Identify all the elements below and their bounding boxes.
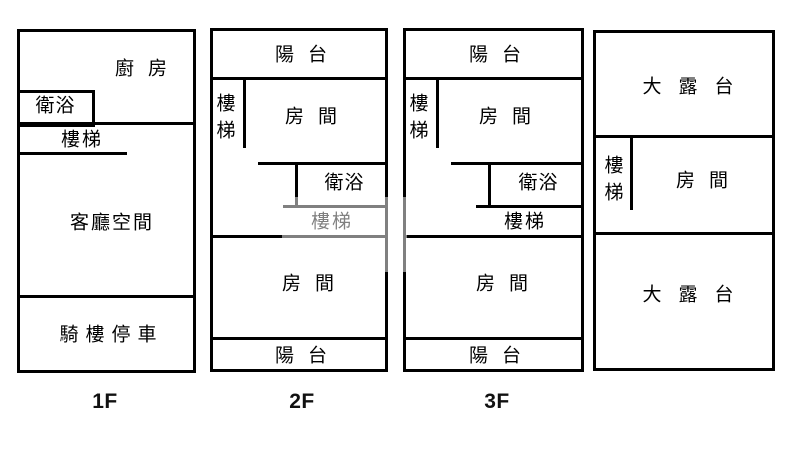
wall-2f-room-divider [258,162,385,165]
wall-2f-bath-bottom [283,205,385,208]
living-room-label: 客廳空間 [69,212,155,234]
wall-2f-bath-left [295,162,298,208]
balcony-bottom-label-2f: 陽台 [274,345,342,367]
kitchen-label: 廚房 [114,58,182,80]
terrace-top-label: 大露台 [642,76,751,98]
floor-1f-plan: 廚房 衛浴 樓梯 客廳空間 騎樓停車 [17,29,196,373]
wall-2f-balcony-top [213,77,385,80]
balcony-top-label-3f: 陽台 [468,44,536,66]
floor-label-3f: 3F [484,390,510,413]
bathroom-room-1f [20,90,95,127]
room-lower-label-3f: 房間 [475,273,543,295]
wall-3f-balcony-top [406,77,581,80]
wall-2f-mid-divider [213,235,385,238]
wall-roof-terrace-bottom [596,232,772,235]
wall-2f-stairs-column [243,77,246,148]
bathroom-label-1f: 衛浴 [35,95,76,117]
wall-roof-terrace-top [596,135,772,138]
wall-1f-kitchen-divider [20,122,193,125]
wall-3f-room-divider [451,162,581,165]
balcony-bottom-label-3f: 陽台 [468,345,536,367]
room-upper-label-3f: 房間 [478,106,546,128]
bathroom-label-2f: 衛浴 [324,172,365,194]
wall-3f-bath-bottom [476,205,581,208]
wall-3f-bath-left [488,162,491,208]
stairs-mid-label-3f: 樓梯 [503,211,547,233]
floor-2f-plan: 陽台 樓梯 房間 衛浴 樓梯 房間 陽台 [210,28,388,372]
wall-3f-balcony-bottom [406,337,581,340]
wall-2f-balcony-bottom [213,337,385,340]
arcade-parking-label: 騎樓停車 [59,324,164,346]
wall-1f-parking-divider [20,295,193,298]
room-lower-label-2f: 房間 [281,273,349,295]
floor-label-2f: 2F [289,390,315,413]
floor-label-1f: 1F [92,390,118,413]
room-label-roof: 房間 [675,170,743,192]
wall-roof-stairs-column [630,135,633,210]
stairs-upper-label-2f: 樓梯 [213,93,235,147]
room-upper-label-2f: 房間 [284,106,352,128]
bathroom-label-3f: 衛浴 [518,172,559,194]
terrace-bottom-label: 大露台 [642,284,751,306]
balcony-top-label-2f: 陽台 [274,44,342,66]
stairs-label-1f: 樓梯 [60,129,104,151]
wall-1f-stairs [20,152,127,155]
wall-3f-mid-divider [406,235,581,238]
stairs-upper-label-3f: 樓梯 [406,93,428,147]
wall-3f-stairs-column [436,77,439,148]
floor-3f-plan: 陽台 樓梯 房間 衛浴 樓梯 房間 陽台 [403,28,584,372]
stairs-label-roof: 樓梯 [601,155,623,209]
floor-roof-plan: 大露台 樓梯 房間 大露台 [593,30,775,371]
stairs-mid-label-2f: 樓梯 [310,211,354,233]
